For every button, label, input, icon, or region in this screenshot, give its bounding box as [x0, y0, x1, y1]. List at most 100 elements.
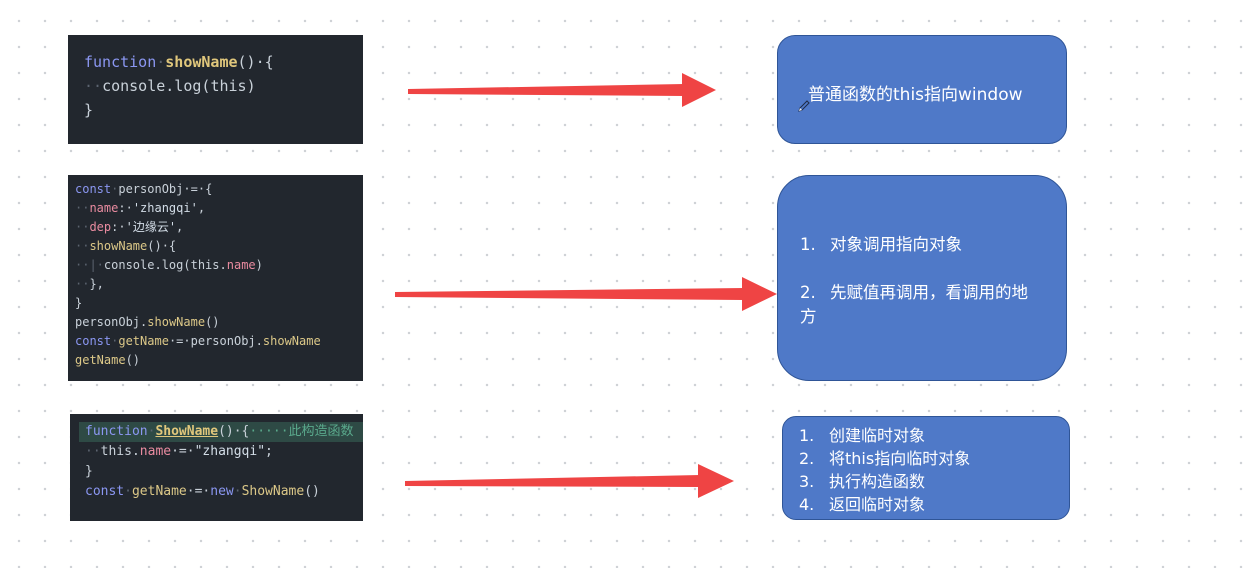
code-token: .	[255, 334, 263, 348]
code-token: personObj	[190, 334, 256, 348]
code-line: }	[85, 462, 363, 482]
code-token: }	[84, 101, 94, 119]
code-token: name	[226, 258, 256, 272]
note-item: 2.将this指向临时对象	[799, 449, 971, 468]
code-token: ··	[84, 77, 103, 95]
code-snippet-function: function·showName()·{ ··console.log(this)…	[68, 35, 363, 144]
note-item: 3.执行构造函数	[799, 472, 926, 491]
code-token: ·	[147, 424, 156, 439]
code-line: ··name:·'zhangqi',	[75, 199, 363, 218]
code-line: ··|·console.log(this.name)	[75, 256, 363, 275]
code-line: }	[84, 98, 363, 122]
code-token: const	[75, 182, 112, 196]
code-token: this	[190, 258, 220, 272]
note-constructor-call: 1.创建临时对象 2.将this指向临时对象 3.执行构造函数 4.返回临时对象	[782, 416, 1070, 520]
code-token: console.log(	[102, 77, 211, 95]
code-token: ··|·	[75, 258, 104, 272]
code-line: ··showName()·{	[75, 237, 363, 256]
code-token: ()·{	[237, 53, 274, 71]
arrow-method-to-note	[395, 277, 777, 311]
code-snippet-constructor: function·ShowName()·{·····此构造函数··this.na…	[70, 414, 363, 521]
code-token: ()	[205, 315, 220, 329]
code-line: ··this.name·=·"zhangqi";	[85, 442, 363, 462]
arrow-constructor-to-note	[405, 464, 734, 498]
code-token: ·	[233, 484, 242, 499]
note-function-call: 普通函数的this指向window	[777, 35, 1067, 144]
code-token: :·	[111, 220, 126, 234]
code-token: name	[139, 444, 172, 459]
code-token: "zhangqi"	[194, 444, 266, 459]
code-token: .	[140, 315, 148, 329]
code-token: ·	[111, 182, 119, 196]
code-token: ·	[124, 484, 132, 499]
code-token: ·	[156, 53, 166, 71]
note-method-call: 1.对象调用指向对象 2.先赋值再调用，看调用的地方	[777, 175, 1067, 381]
code-token: showName	[262, 334, 321, 348]
code-token: ,	[197, 201, 206, 215]
code-token: getName	[131, 484, 187, 499]
code-line: ··dep:·'边缘云',	[75, 218, 363, 237]
code-token: function	[85, 424, 148, 439]
code-line: const·getName·=·personObj.showName	[75, 332, 363, 351]
code-token: function	[84, 53, 157, 71]
pencil-icon	[798, 100, 810, 112]
code-token: 'zhangqi'	[132, 201, 198, 215]
arrow-function-to-note	[408, 73, 716, 107]
code-token: )	[255, 258, 263, 272]
code-token: ··	[75, 220, 90, 234]
code-line: getName()	[75, 351, 363, 370]
code-token: ·····此构造函数	[249, 424, 354, 439]
code-token: }	[75, 296, 83, 310]
code-line: ··console.log(this)	[84, 74, 363, 98]
code-token: ()·{	[147, 239, 177, 253]
code-line: ··},	[75, 275, 363, 294]
note-item: 4.返回临时对象	[799, 495, 926, 514]
code-token: ·=·	[171, 444, 195, 459]
code-token: ShowName	[155, 424, 219, 439]
code-token: personObj	[75, 315, 141, 329]
code-line: }	[75, 294, 363, 313]
code-token: ()	[304, 484, 320, 499]
code-token: getName	[75, 353, 126, 367]
code-token: ()·{	[218, 424, 250, 439]
code-token: },	[89, 277, 104, 291]
code-token: '边缘云'	[125, 220, 177, 234]
code-token: ·	[111, 334, 119, 348]
code-token: this	[210, 77, 247, 95]
note-function-call-text: 普通函数的this指向window	[808, 85, 1023, 105]
code-token: const	[85, 484, 125, 499]
code-token: ··	[85, 444, 101, 459]
code-token: this	[100, 444, 132, 459]
code-line: const·personObj·=·{	[75, 180, 363, 199]
code-token: }	[85, 464, 93, 479]
code-token: console.log(	[103, 258, 191, 272]
note-item: 1.对象调用指向对象	[800, 235, 962, 254]
code-token: name	[89, 201, 119, 215]
code-token: .	[219, 258, 227, 272]
code-token: ()	[125, 353, 141, 367]
code-line: const·getName·=·new·ShowName()	[85, 482, 363, 502]
note-item: 1.创建临时对象	[799, 426, 926, 445]
code-token: )	[246, 77, 256, 95]
code-line: personObj.showName()	[75, 313, 363, 332]
code-token: ··	[75, 239, 90, 253]
code-token: getName	[118, 334, 169, 348]
code-token: showName	[165, 53, 238, 71]
code-token: ·=·	[186, 484, 211, 499]
code-token: ShowName	[241, 484, 305, 499]
code-token: ·=·	[168, 334, 191, 348]
code-token: :·	[118, 201, 133, 215]
code-token: showName	[147, 315, 206, 329]
code-token: .	[131, 444, 140, 459]
code-token: ··	[75, 201, 90, 215]
code-token: ·=·{	[183, 182, 213, 196]
code-token: ··	[75, 277, 90, 291]
code-token: new	[210, 484, 234, 499]
code-token: ;	[265, 444, 273, 459]
code-line: function·ShowName()·{·····此构造函数	[79, 422, 363, 442]
code-token: dep	[89, 220, 112, 234]
code-token: showName	[89, 239, 148, 253]
note-item: 2.先赋值再调用，看调用的地方	[800, 283, 1028, 326]
code-token: personObj	[118, 182, 184, 196]
code-token: ,	[176, 220, 184, 234]
